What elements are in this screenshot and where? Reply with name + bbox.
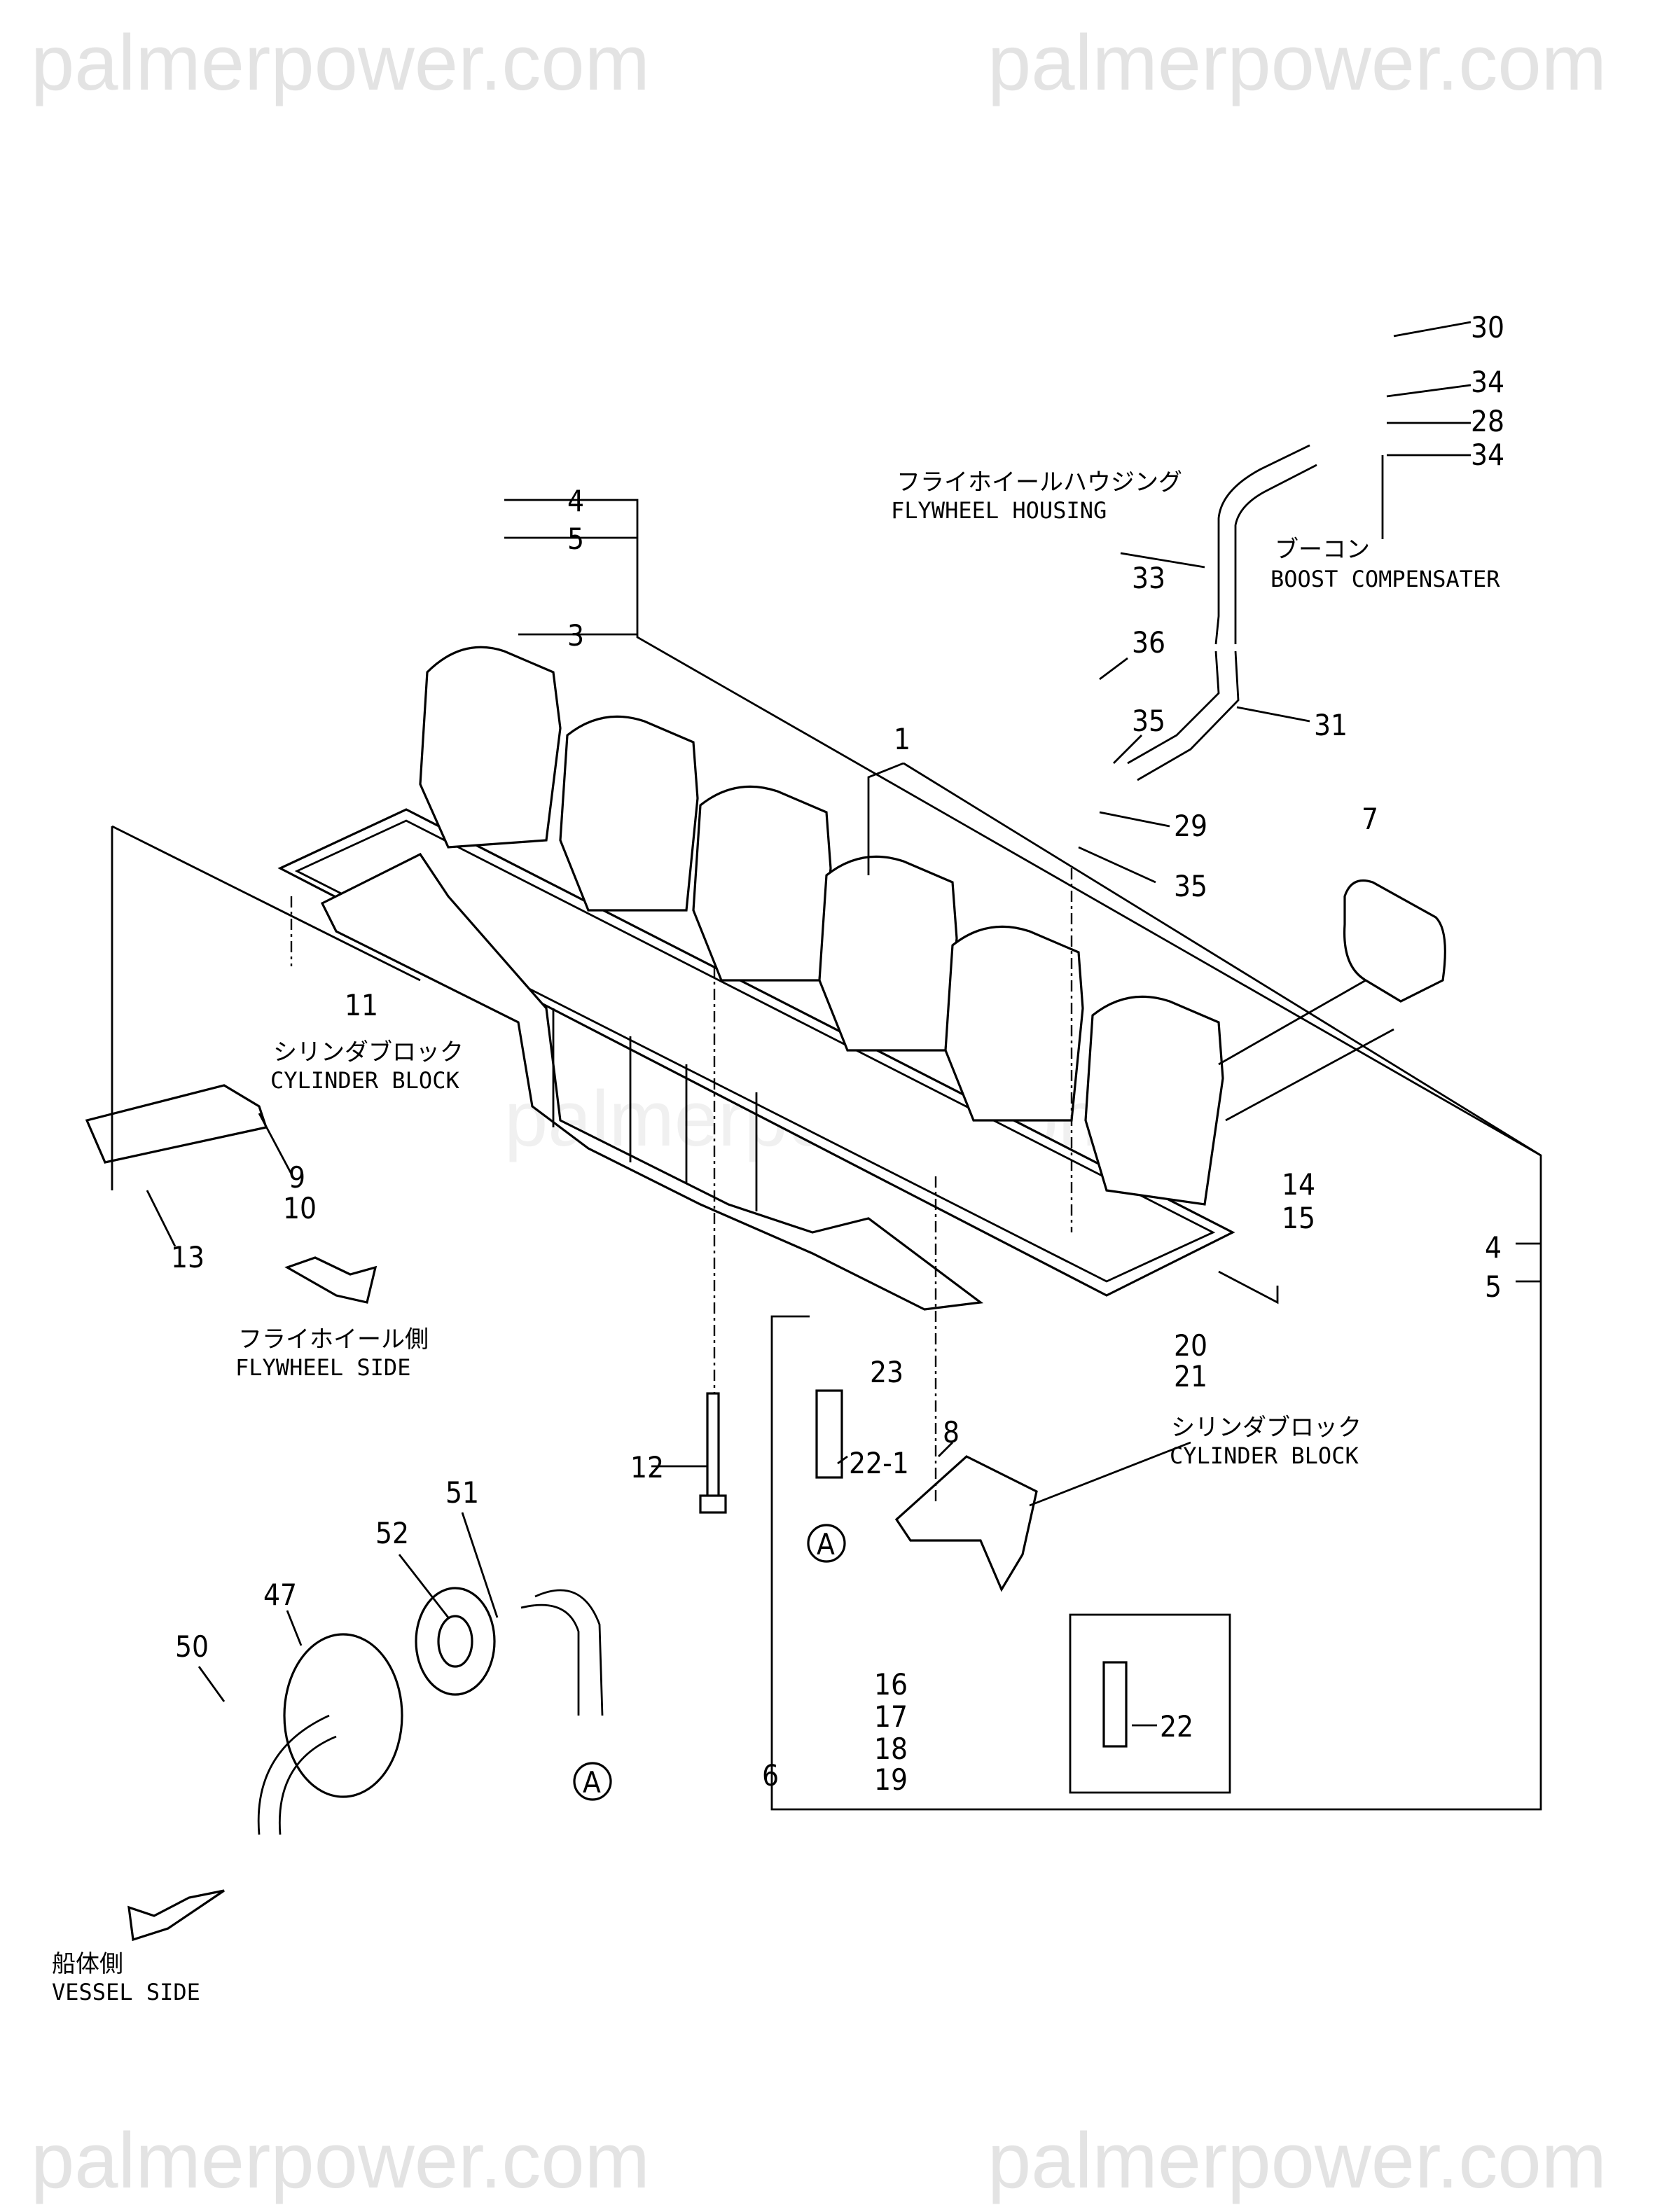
callout-35: 35 [1132, 704, 1165, 738]
ref-label-a: A [817, 1527, 835, 1561]
cylinder-block-right-en: CYLINDER BLOCK [1170, 1442, 1359, 1469]
flywheel-side-arrow [284, 1256, 378, 1304]
callout-29: 29 [1174, 809, 1207, 843]
callout-34: 34 [1471, 438, 1504, 472]
callout-30: 30 [1471, 310, 1504, 345]
callout-22: 22 [1160, 1709, 1193, 1744]
callout-14: 14 [1282, 1167, 1315, 1202]
callout-6: 6 [762, 1758, 779, 1793]
vessel-side-en: VESSEL SIDE [52, 1979, 200, 2005]
callout-21: 21 [1174, 1359, 1207, 1393]
watermark-top-left: palmerpower.com [31, 19, 650, 106]
vessel-side-jp: 船体側 [52, 1950, 123, 1978]
callout-11: 11 [345, 988, 378, 1022]
callout-23: 23 [870, 1355, 903, 1389]
cylinder-block-left-jp: シリンダブロック [273, 1038, 464, 1066]
callout-5: 5 [567, 522, 584, 556]
vessel-side-arrow [127, 1889, 225, 1942]
callout-51: 51 [445, 1475, 479, 1510]
annotations: フライホイールハウジング FLYWHEEL HOUSING ブーコン BOOST… [52, 468, 1500, 2005]
ref-circle-a-1 [807, 1524, 846, 1563]
cylinder-block-right-jp: シリンダブロック [1171, 1414, 1362, 1442]
leader-lines [111, 321, 1542, 1811]
callout-19: 19 [874, 1762, 908, 1797]
callout-10: 10 [283, 1191, 317, 1225]
callout-28: 28 [1471, 404, 1504, 438]
callout-7: 7 [1362, 802, 1378, 836]
flywheel-side-en: FLYWHEEL SIDE [235, 1354, 410, 1381]
boost-compensater-en: BOOST COMPENSATER [1270, 566, 1500, 592]
callout-4: 4 [567, 484, 584, 518]
callout-8: 8 [943, 1415, 960, 1449]
flywheel-housing-en: FLYWHEEL HOUSING [891, 497, 1107, 524]
ref-label-a: A [583, 1765, 601, 1800]
callout-34: 34 [1471, 365, 1504, 399]
callout-13: 13 [171, 1240, 205, 1274]
callout-4: 4 [1485, 1230, 1502, 1265]
oil-pan-drawing [85, 444, 1446, 1942]
flywheel-side-jp: フライホイール側 [238, 1326, 429, 1354]
cylinder-block-left-en: CYLINDER BLOCK [270, 1067, 459, 1094]
watermark-top-right: palmerpower.com [988, 19, 1607, 106]
watermark-bottom-right: palmerpower.com [988, 2117, 1607, 2204]
callout-15: 15 [1282, 1201, 1315, 1235]
callout-50: 50 [175, 1629, 209, 1664]
callout-9: 9 [289, 1160, 305, 1195]
watermark-bottom-left: palmerpower.com [31, 2117, 650, 2204]
flywheel-housing-jp: フライホイールハウジング [896, 468, 1182, 496]
callout-5: 5 [1485, 1270, 1502, 1304]
callout-12: 12 [630, 1450, 664, 1484]
boost-compensater-jp: ブーコン [1275, 536, 1370, 564]
callout-labels: 30 34 28 34 33 36 35 31 29 35 7 4 5 3 1 … [171, 310, 1504, 1800]
ref-circle-a-2 [573, 1762, 612, 1801]
callout-52: 52 [375, 1516, 409, 1550]
callout-17: 17 [874, 1699, 908, 1734]
callout-20: 20 [1174, 1328, 1207, 1363]
callout-33: 33 [1132, 561, 1165, 595]
callout-47: 47 [263, 1578, 297, 1612]
callout-1: 1 [894, 722, 910, 756]
callout-35: 35 [1174, 869, 1207, 903]
callout-3: 3 [567, 618, 584, 653]
callout-22-1: 22-1 [849, 1446, 909, 1480]
callout-18: 18 [874, 1732, 908, 1766]
callout-16: 16 [874, 1667, 908, 1702]
callout-36: 36 [1132, 625, 1165, 660]
callout-31: 31 [1314, 708, 1348, 742]
